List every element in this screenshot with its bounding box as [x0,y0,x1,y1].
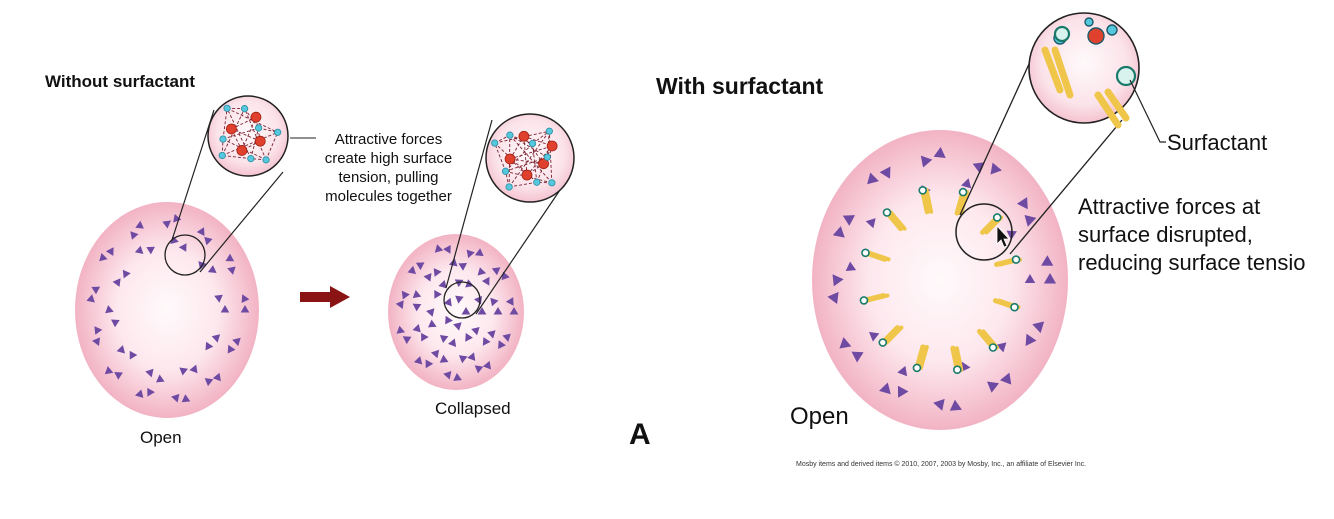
alveolus-collapsed [388,234,524,390]
surfactant-head [913,364,920,371]
water-molecule-closeup [274,129,280,135]
surfactant-label: Surfactant [1167,130,1267,156]
water-molecule-closeup [251,112,261,122]
open-caption-left: Open [140,428,182,448]
water-molecule-closeup [263,157,269,163]
water-molecule-closeup [544,154,550,160]
water-molecule-closeup [547,141,557,151]
water-molecule-closeup [241,105,247,111]
surfactant-head [1011,304,1018,311]
water-molecule-closeup [226,124,236,134]
water-molecule-closeup [224,105,230,111]
water-molecule-closeup [255,125,261,131]
surfactant-head [954,366,961,373]
attractive-forces-note: Attractive forces create high surface te… [316,130,461,206]
right-panel-title: With surfactant [656,73,823,100]
water-molecule-closeup [248,155,254,161]
alveolus-open-right [812,130,1068,430]
surfactant-head [990,344,997,351]
left-panel-title: Without surfactant [45,72,195,92]
surfactant-head [860,297,867,304]
water-molecule-closeup [546,128,552,134]
surfactant-head [994,214,1001,221]
water-molecule-closeup [1107,25,1117,35]
surfactant-head [879,339,886,346]
surfactant-head [960,189,967,196]
water-molecule-closeup [506,184,512,190]
magnified-view-collapsed [486,114,574,202]
surfactant-head [1013,256,1020,263]
water-molecule-closeup [492,140,498,146]
open-caption-right: Open [790,403,849,431]
water-molecule-closeup [1085,18,1093,26]
surfactant-head [883,209,890,216]
water-molecule-closeup [1088,28,1104,44]
collapsed-caption: Collapsed [435,399,511,419]
water-molecule-closeup [534,179,540,185]
water-molecule-closeup [522,170,532,180]
water-molecule-closeup [507,132,513,138]
reduced-tension-note: Attractive forces at surface disrupted, … [1078,193,1334,277]
surfactant-head [1117,67,1135,85]
surfactant-head [919,187,926,194]
water-molecule-closeup [502,168,508,174]
surfactant-head [862,249,869,256]
right-arrow-icon [300,286,350,308]
water-molecule-closeup [529,140,535,146]
water-molecule-closeup [505,154,515,164]
magnified-view-right [1029,13,1139,125]
magnified-view-left [208,96,288,176]
panel-label: A [629,418,651,452]
copyright-notice: Mosby items and derived items © 2010, 20… [796,461,1086,468]
water-molecule-closeup [237,145,247,155]
water-molecule-closeup [519,131,529,141]
water-molecule-closeup [549,180,555,186]
water-molecule-closeup [220,136,226,142]
water-molecule-closeup [255,136,265,146]
surfactant-head [1055,27,1069,41]
water-molecule-closeup [219,152,225,158]
